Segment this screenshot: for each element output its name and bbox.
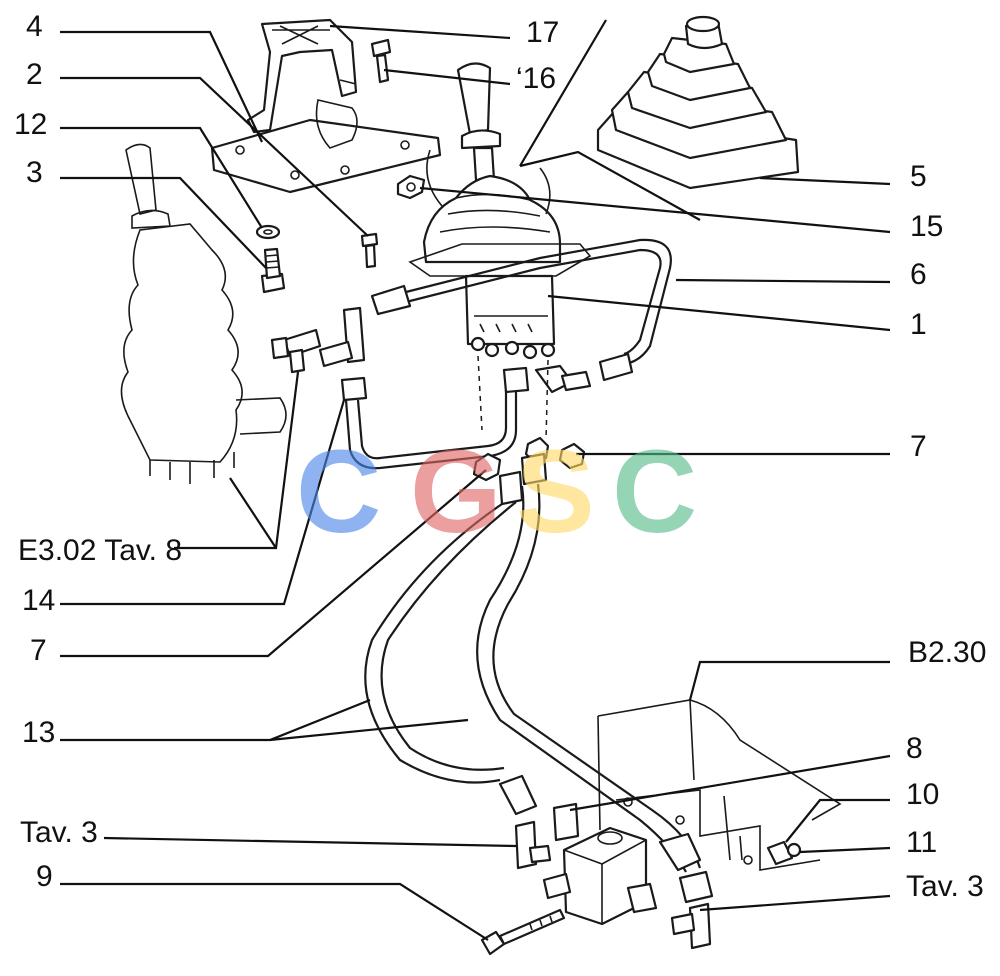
hidden-lines: [477, 355, 549, 441]
label-part-15: 15: [910, 210, 943, 243]
bolt-center: [360, 232, 379, 269]
label-part-12: 12: [14, 108, 47, 141]
valve-block: [542, 802, 658, 926]
label-part-7-left: 7: [30, 634, 47, 667]
part-labels: 4 2 12 3 17 ‘16 5 15 6 1 7 E3.02 Tav. 8 …: [14, 10, 986, 903]
bracket-part: [246, 18, 358, 134]
label-part-16: ‘16: [516, 62, 556, 95]
label-part-17: 17: [526, 16, 559, 49]
watermark: C G S C: [296, 426, 697, 558]
rubber-boot: [596, 15, 800, 190]
label-ref-tav3-right: Tav. 3: [906, 870, 984, 903]
watermark-letter-g: G: [410, 426, 502, 558]
bolt-16: [370, 38, 392, 84]
hoses-13: [364, 483, 714, 904]
label-ref-e302-tav8: E3.02 Tav. 8: [18, 534, 182, 567]
label-part-10: 10: [906, 778, 939, 811]
watermark-letter-c1: C: [296, 426, 381, 558]
label-part-6: 6: [910, 258, 927, 291]
watermark-letter-c2: C: [612, 426, 697, 558]
long-bolt-9: [480, 908, 566, 956]
label-part-3: 3: [26, 156, 43, 189]
ghost-joystick-assembly: [120, 143, 287, 484]
label-part-5: 5: [910, 160, 927, 193]
nut-15: [396, 174, 426, 200]
label-part-8: 8: [906, 732, 923, 765]
pipe-6: [370, 238, 672, 382]
label-part-13: 13: [22, 716, 55, 749]
watermark-letter-s: S: [516, 426, 595, 558]
label-part-7-right: 7: [910, 430, 927, 463]
main-joystick: [408, 62, 592, 360]
bolt-3: [260, 247, 286, 294]
label-part-14: 14: [22, 584, 55, 617]
label-ref-b230: B2.30: [908, 636, 986, 669]
fitting-10-11: [766, 840, 802, 866]
frame-b230: [597, 699, 842, 871]
pipe-14: [344, 364, 592, 470]
leader-lines: [60, 19, 891, 941]
label-part-1: 1: [910, 308, 927, 341]
label-part-4: 4: [26, 10, 43, 43]
tee-fitting-tav3-right: [670, 902, 712, 950]
tee-fitting-tav3-left: [514, 820, 552, 870]
label-part-11: 11: [906, 826, 937, 859]
label-ref-tav3-left: Tav. 3: [20, 816, 98, 849]
label-part-2: 2: [26, 58, 43, 91]
washer-12: [255, 224, 281, 240]
tee-fittings: [270, 306, 368, 402]
mounting-plate: [210, 99, 442, 194]
nuts-7: [472, 436, 586, 506]
label-part-9: 9: [36, 860, 53, 893]
